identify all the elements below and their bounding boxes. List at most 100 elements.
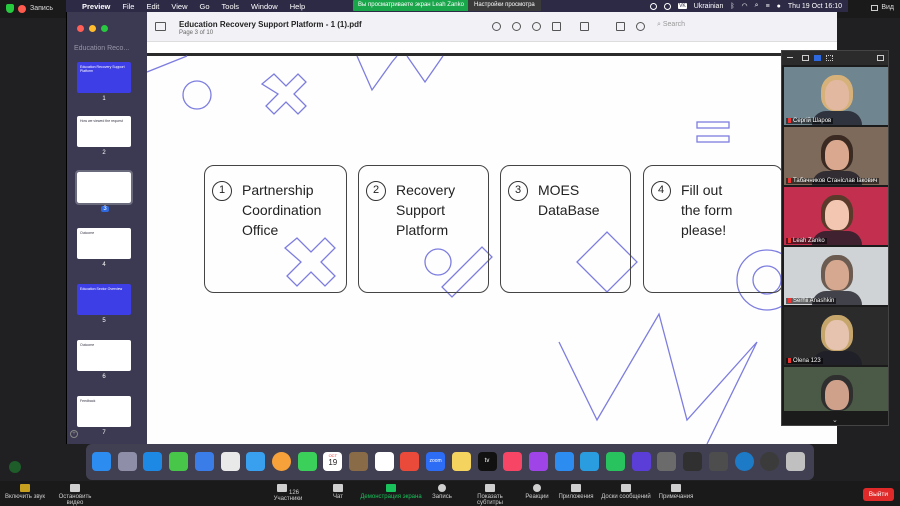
control-center-icon[interactable]: ≡ (765, 2, 770, 10)
dock-app-icon[interactable] (503, 452, 523, 471)
participants-label: Участники (273, 496, 303, 502)
page-thumbnail[interactable]: How we viewed the request (77, 116, 131, 147)
dock-app-icon[interactable] (374, 452, 394, 471)
dock-app-icon[interactable] (451, 452, 471, 471)
sidebar-toggle-icon[interactable] (155, 22, 166, 31)
control-icon[interactable] (664, 2, 672, 10)
stop-video-button[interactable]: Остановить видео (50, 481, 100, 506)
participant-video-tile[interactable]: Olena 123 (784, 307, 888, 365)
dock-app-icon[interactable] (271, 452, 291, 471)
thumbnail-page-number: 7 (102, 430, 106, 436)
dock-app-icon[interactable] (220, 452, 240, 471)
expand-panel-icon[interactable] (877, 55, 884, 61)
zoom-controls-bar: Включить звук Остановить видео 126 Участ… (0, 481, 900, 506)
view-settings-button[interactable]: Настройки просмотра (468, 0, 541, 11)
apps-button[interactable]: Приложения (558, 481, 594, 500)
step-number: 1 (212, 181, 232, 201)
dock-app-icon[interactable] (246, 452, 266, 471)
record-button[interactable]: Запись (430, 481, 454, 500)
dock-app-icon[interactable] (760, 452, 780, 471)
strip-view-icon[interactable] (814, 55, 821, 61)
speaker-view-icon[interactable] (802, 55, 809, 61)
page-thumbnail[interactable]: Education Sector Overview (77, 284, 131, 315)
dock-app-icon[interactable] (683, 452, 703, 471)
captions-button[interactable]: Показать субтитры (464, 481, 516, 506)
dock-app-icon[interactable] (708, 452, 728, 471)
dock-app-icon[interactable] (631, 452, 651, 471)
view-button[interactable]: Вид (871, 4, 894, 11)
share-icon[interactable] (552, 22, 561, 31)
page-thumbnail[interactable]: Outcome (77, 340, 131, 371)
dock-app-icon[interactable] (528, 452, 548, 471)
gallery-view-icon[interactable] (826, 55, 833, 61)
bluetooth-icon[interactable]: ᛒ (730, 2, 735, 10)
minimize-button[interactable] (89, 25, 96, 32)
dock-app-icon[interactable] (606, 452, 625, 471)
dock-app-icon[interactable] (554, 452, 574, 471)
zoom-in-icon[interactable] (532, 22, 541, 31)
chevron-down-icon[interactable] (600, 22, 605, 31)
menu-app-name[interactable]: Preview (82, 1, 111, 11)
dock-app-icon[interactable] (580, 452, 600, 471)
chat-button[interactable]: Чат (328, 481, 348, 500)
page-thumbnail[interactable] (75, 170, 133, 205)
info-icon[interactable] (492, 22, 501, 31)
participant-video-tile[interactable] (784, 367, 888, 411)
participants-button[interactable]: 126 Участники (268, 481, 308, 502)
annotate-icon[interactable] (636, 22, 645, 31)
siri-icon[interactable]: ● (776, 2, 781, 10)
page-thumbnail[interactable]: Education Recovery Support Platform (77, 62, 131, 93)
participant-video-tile[interactable]: Сергій Шаров (784, 67, 888, 125)
dock-app-icon[interactable]: tv (477, 452, 497, 471)
dock-app-icon[interactable] (143, 452, 163, 471)
page-thumbnail[interactable]: Feedback (77, 396, 131, 427)
close-button[interactable] (77, 25, 84, 32)
menu-edit[interactable]: Edit (146, 1, 160, 11)
markup-pen-icon[interactable] (580, 22, 589, 31)
dock-app-icon[interactable] (400, 452, 420, 471)
wifi-icon[interactable]: ◠ (741, 3, 748, 10)
recording-indicator[interactable]: Запись (6, 4, 53, 13)
share-screen-button[interactable]: Демонстрация экрана (360, 481, 422, 500)
dock-app-icon[interactable] (169, 452, 189, 471)
menu-view[interactable]: View (171, 1, 188, 11)
participant-video-tile[interactable]: Leah Zanko (784, 187, 888, 245)
dock-app-icon[interactable] (349, 452, 368, 471)
reactions-button[interactable]: Реакции (524, 481, 550, 500)
dock-app-icon[interactable] (117, 452, 137, 471)
dock-app-icon[interactable] (92, 452, 111, 471)
notes-button[interactable]: Примечания (656, 481, 696, 500)
menu-file[interactable]: File (122, 1, 135, 11)
dock-app-icon[interactable] (194, 452, 214, 471)
participant-video-tile[interactable]: Табачников Станіслав Іакович (784, 127, 888, 185)
dock-app-icon[interactable] (657, 452, 677, 471)
whiteboards-button[interactable]: Доски сообщений (600, 481, 652, 500)
annotate-pencil-icon[interactable] (9, 461, 21, 473)
menu-help[interactable]: Help (289, 1, 306, 11)
keyboard-badge-icon[interactable]: VK (678, 3, 687, 9)
menu-go[interactable]: Go (199, 1, 210, 11)
leave-button[interactable]: Выйти (862, 488, 894, 501)
dock-app-icon[interactable] (297, 452, 317, 471)
dock-app-icon[interactable]: zoom (426, 452, 446, 471)
rotate-icon[interactable] (616, 22, 625, 31)
minimize-panel-icon[interactable] (787, 57, 793, 58)
zoom-out-icon[interactable] (512, 22, 521, 31)
search-field[interactable]: ⌕ Search (657, 21, 767, 33)
add-page-icon[interactable]: + (70, 430, 78, 438)
chevron-down-icon[interactable]: ⌄ (832, 417, 838, 424)
menu-tools[interactable]: Tools (221, 1, 240, 11)
input-language[interactable]: Ukrainian (693, 2, 724, 10)
zoom-status-icon[interactable] (650, 2, 658, 10)
menu-window[interactable]: Window (251, 1, 278, 11)
participant-video-tile[interactable]: Serhii Anashkin (784, 247, 888, 305)
mic-muted-icon (788, 237, 791, 243)
unmute-button[interactable]: Включить звук (4, 481, 46, 500)
dock-app-icon[interactable] (785, 452, 805, 471)
zoom-button[interactable] (101, 25, 108, 32)
page-thumbnail[interactable]: Outcome (77, 228, 131, 259)
dock-app-icon[interactable] (734, 452, 754, 471)
search-icon[interactable]: ⌕ (754, 2, 759, 9)
preview-window: Education Reco... Education Recovery Sup… (66, 12, 837, 444)
